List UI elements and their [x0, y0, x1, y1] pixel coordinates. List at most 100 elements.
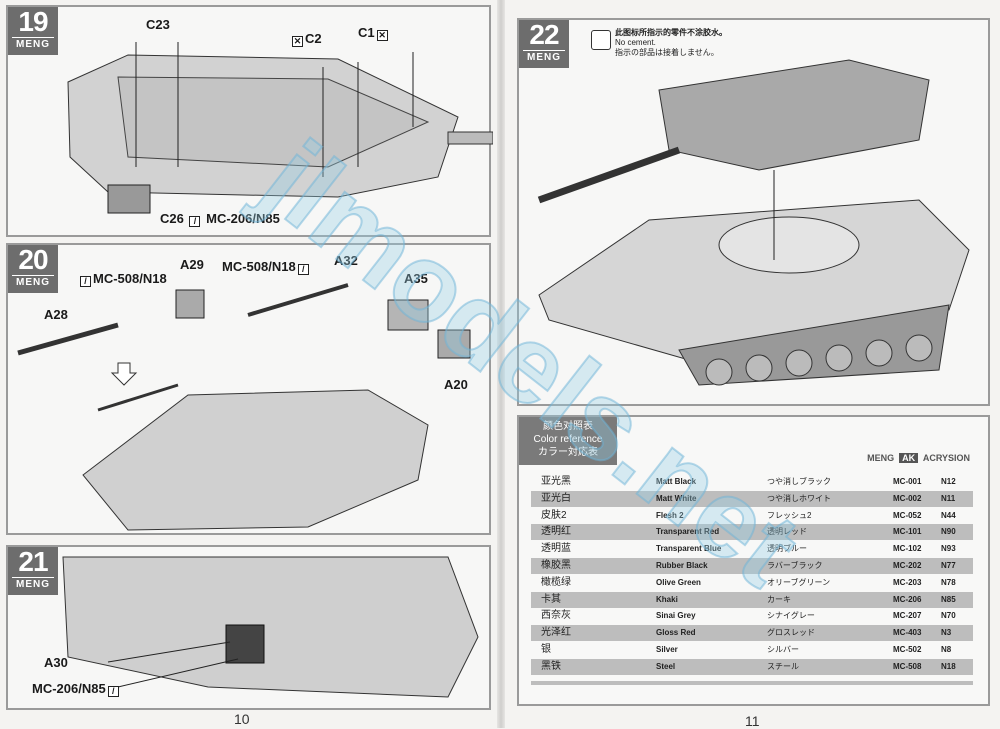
table-row: 透明红 Transparent Red 透明レッド MC-101 N90 [531, 524, 973, 541]
table-row: 银 Silver シルバー MC-502 N8 [531, 642, 973, 658]
part-label-a35: A35 [404, 271, 428, 286]
cell-ak-code: N18 [941, 661, 956, 671]
cell-chinese-name: 卡其 [541, 593, 561, 605]
cell-japanese-name: 透明ブルー [767, 544, 807, 554]
paint-label: MC-206/N85/ [32, 681, 121, 697]
part-label-a20: A20 [444, 377, 468, 392]
cell-meng-code: MC-101 [893, 527, 922, 537]
cell-japanese-name: シルバー [767, 645, 799, 654]
cell-japanese-name: グロスレッド [767, 628, 815, 638]
cell-ak-code: N3 [941, 628, 952, 638]
cell-english-name: Olive Green [656, 577, 701, 587]
cell-chinese-name: 透明红 [541, 526, 571, 538]
cell-japanese-name: フレッシュ2 [767, 510, 812, 520]
cell-english-name: Flesh 2 [656, 510, 684, 520]
cell-ak-code: N90 [941, 527, 956, 537]
cell-meng-code: MC-206 [893, 594, 922, 604]
turret-closeup-drawing [62, 556, 479, 698]
cell-ak-code: N8 [941, 645, 952, 654]
paint-brush-icon: / [80, 276, 91, 287]
cell-ak-code: N93 [941, 544, 956, 554]
table-row: 光泽红 Gloss Red グロスレッド MC-403 N3 [531, 625, 973, 642]
paint-brush-icon: / [189, 216, 201, 227]
cell-english-name: Gloss Red [656, 628, 696, 638]
part-label-c23: C23 [146, 17, 170, 32]
cell-japanese-name: つや消しホワイト [767, 493, 831, 503]
cell-meng-code: MC-202 [893, 561, 922, 570]
tank-assembly-drawing [537, 59, 970, 386]
page-number: 10 [234, 711, 250, 727]
cell-meng-code: MC-052 [893, 510, 922, 520]
cell-ak-code: N11 [941, 493, 956, 503]
page-gutter [497, 0, 505, 728]
cell-english-name: Steel [656, 661, 676, 671]
part-label-a28: A28 [44, 307, 68, 322]
cell-japanese-name: オリーブグリーン [767, 577, 831, 587]
cell-meng-code: MC-207 [893, 611, 922, 621]
cell-chinese-name: 光泽红 [541, 627, 571, 639]
cell-english-name: Khaki [656, 594, 678, 604]
cell-meng-code: MC-203 [893, 577, 922, 587]
cell-meng-code: MC-002 [893, 493, 922, 503]
cell-meng-code: MC-508 [893, 661, 922, 671]
cell-english-name: Rubber Black [656, 561, 708, 570]
part-label-a29: A29 [180, 257, 204, 272]
no-cement-icon: ✕ [292, 36, 303, 47]
part-label-c2: ✕C2 [292, 31, 322, 47]
paint-brush-icon: / [107, 686, 119, 697]
cell-chinese-name: 橡胶黑 [541, 560, 571, 571]
cell-japanese-name: スチール [767, 661, 799, 671]
cell-meng-code: MC-001 [893, 477, 922, 486]
cell-chinese-name: 透明蓝 [541, 543, 571, 555]
table-row: 透明蓝 Transparent Blue 透明ブルー MC-102 N93 [531, 541, 973, 557]
paint-brush-icon: / [297, 264, 309, 275]
table-bottom-rule [531, 681, 973, 685]
cell-meng-code: MC-102 [893, 544, 922, 554]
cell-english-name: Silver [656, 645, 678, 654]
part-label-c26: C26 / MC-206/N85 [160, 211, 280, 227]
cell-ak-code: N44 [941, 510, 956, 520]
cell-chinese-name: 橄榄绿 [541, 576, 571, 588]
cell-japanese-name: シナイグレー [767, 611, 815, 621]
page-number: 11 [745, 713, 760, 729]
cell-ak-code: N85 [941, 594, 956, 604]
cell-english-name: Transparent Red [656, 527, 720, 537]
cell-english-name: Sinai Grey [656, 611, 696, 621]
table-row: 黑铁 Steel スチール MC-508 N18 [531, 658, 973, 675]
cell-ak-code: N70 [941, 611, 956, 621]
cell-chinese-name: 亚光黑 [541, 476, 571, 487]
cell-ak-code: N12 [941, 477, 956, 486]
no-cement-icon: ✕ [376, 30, 388, 41]
no-cement-note: 此图标所指示的零件不涂胶水。 No cement. 指示の部品は接着しません。 [591, 28, 727, 58]
cell-meng-code: MC-403 [893, 628, 922, 638]
table-row: 橡胶黑 Rubber Black ラバーブラック MC-202 N77 [531, 558, 973, 574]
cell-japanese-name: 透明レッド [767, 527, 807, 537]
cell-ak-code: N77 [941, 561, 956, 570]
part-label-c1: C1✕ [358, 25, 388, 41]
part-label-a30: A30 [44, 655, 68, 670]
part-label-a32: A32 [334, 253, 358, 268]
cell-ak-code: N78 [941, 577, 956, 587]
paint-brand-logos: MENG AK ACRYSION [867, 453, 970, 463]
cell-japanese-name: ラバーブラック [767, 561, 823, 570]
cell-chinese-name: 银 [541, 644, 551, 655]
cell-chinese-name: 黑铁 [541, 660, 561, 672]
turret-drawing [17, 283, 471, 531]
cell-english-name: Matt White [656, 493, 697, 503]
cell-english-name: Transparent Blue [656, 544, 722, 554]
paint-label: /MC-508/N18 [78, 271, 167, 287]
cell-japanese-name: つや消しブラック [767, 477, 831, 486]
turret-drawing [67, 42, 493, 214]
cell-meng-code: MC-502 [893, 645, 922, 654]
color-reference-table: 颜色对照表 Color reference カラー対応表 MENG AK ACR… [517, 415, 990, 706]
